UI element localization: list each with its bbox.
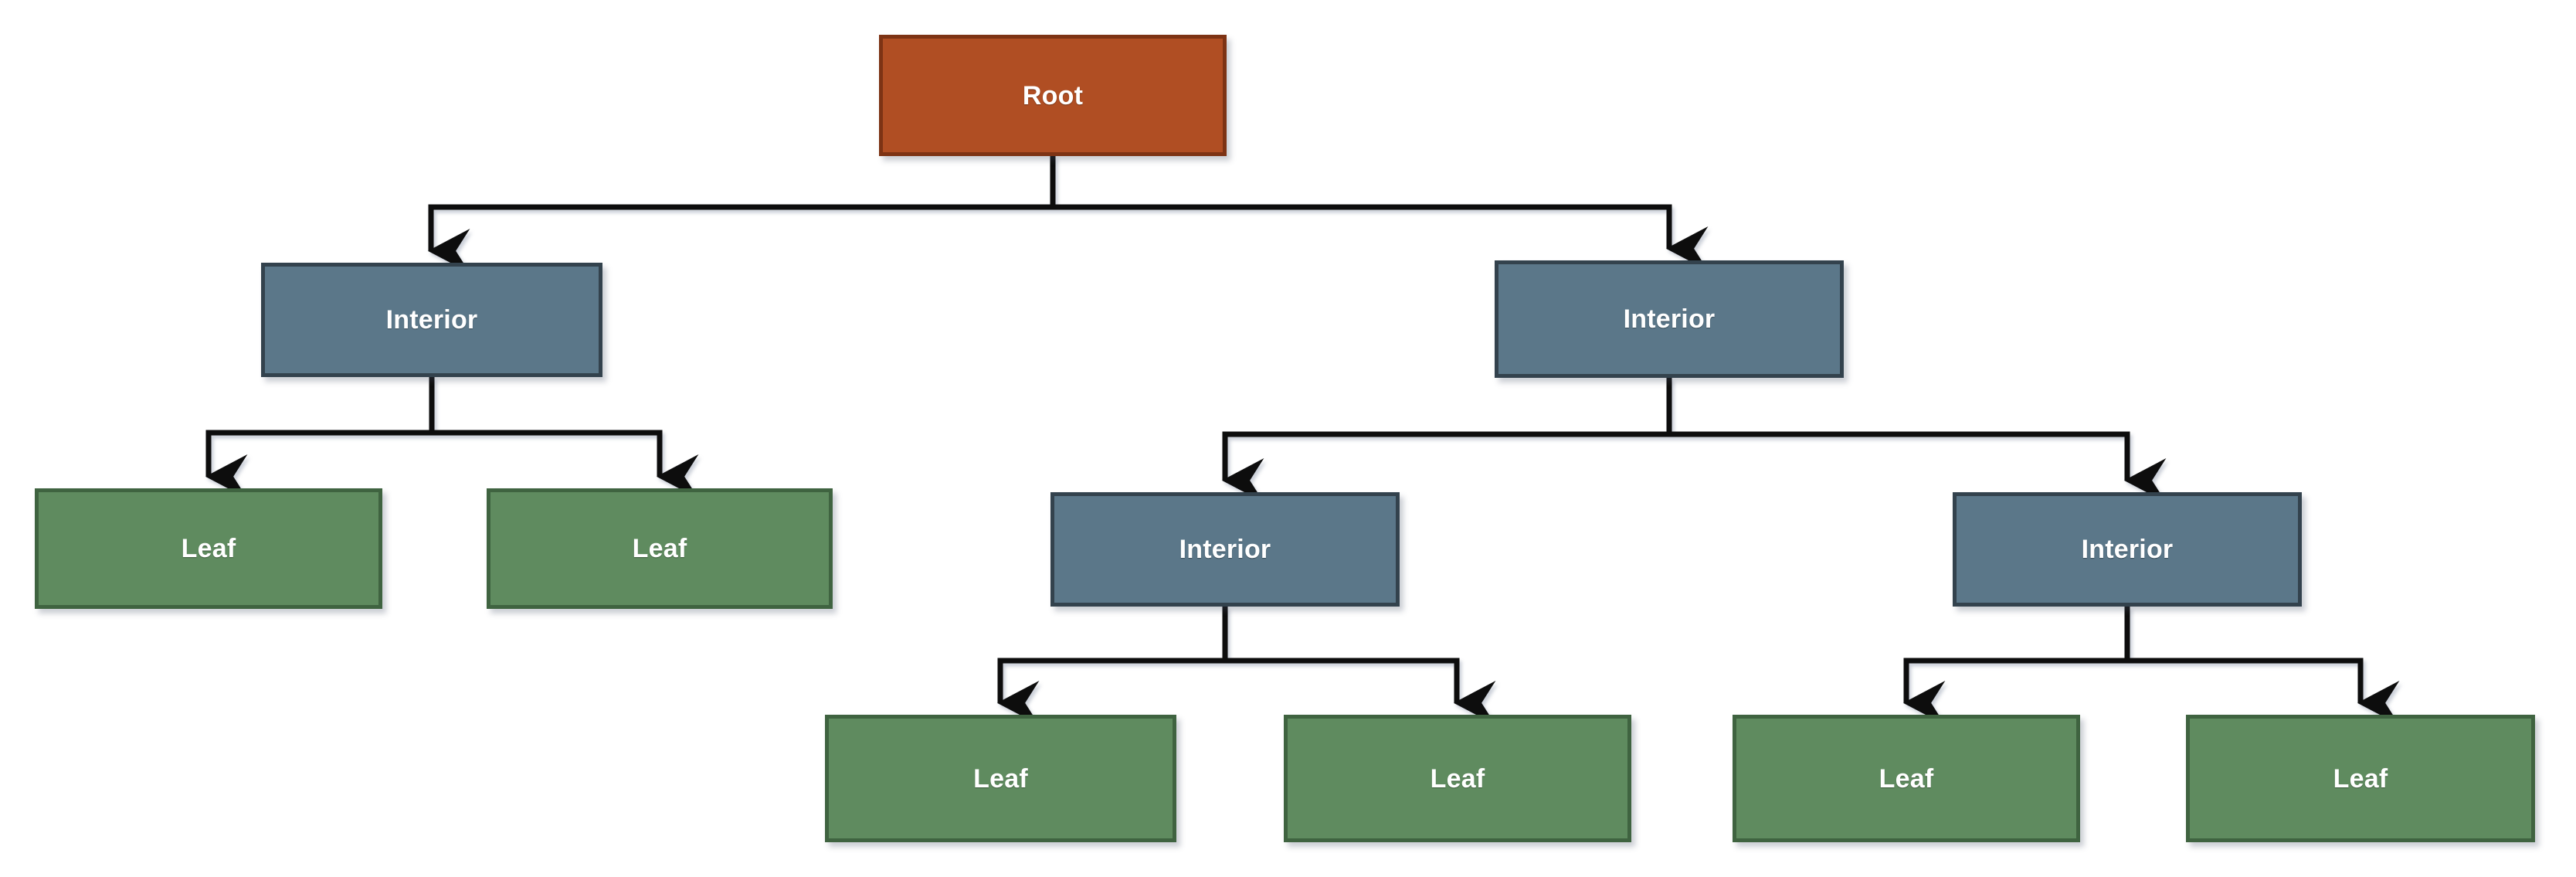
tree-edge-n2-to-n5 — [1221, 378, 1672, 503]
tree-edge-n0-to-n1 — [427, 156, 1056, 274]
tree-node-interior-n1[interactable]: Interior — [261, 263, 602, 377]
tree-node-label: Leaf — [973, 763, 1028, 794]
tree-node-leaf-n3[interactable]: Leaf — [35, 488, 382, 609]
tree-node-label: Leaf — [1430, 763, 1485, 794]
tree-node-leaf-n9[interactable]: Leaf — [1733, 715, 2080, 842]
tree-edge-n2-to-n6 — [1666, 378, 2167, 503]
tree-edge-n6-to-n10 — [2124, 607, 2400, 726]
tree-edge-n6-to-n9 — [1902, 607, 2130, 726]
tree-node-label: Interior — [1179, 535, 1271, 564]
tree-node-interior-n2[interactable]: Interior — [1495, 260, 1844, 378]
tree-node-leaf-n4[interactable]: Leaf — [487, 488, 833, 609]
tree-node-label: Interior — [385, 305, 478, 335]
tree-node-interior-n5[interactable]: Interior — [1050, 492, 1400, 607]
tree-node-label: Leaf — [1879, 763, 1934, 794]
tree-node-interior-n6[interactable]: Interior — [1953, 492, 2302, 607]
tree-edge-n1-to-n3 — [205, 377, 435, 499]
tree-node-label: Interior — [2081, 535, 2174, 564]
tree-edge-n1-to-n4 — [429, 377, 699, 499]
tree-node-leaf-n10[interactable]: Leaf — [2186, 715, 2535, 842]
tree-edge-n0-to-n2 — [1050, 156, 1709, 271]
tree-node-label: Root — [1022, 80, 1084, 110]
tree-node-leaf-n8[interactable]: Leaf — [1284, 715, 1631, 842]
tree-node-label: Leaf — [2333, 763, 2388, 794]
tree-node-leaf-n7[interactable]: Leaf — [825, 715, 1176, 842]
tree-node-label: Interior — [1623, 304, 1716, 334]
tree-edge-n5-to-n8 — [1222, 607, 1496, 726]
tree-node-root-n0[interactable]: Root — [879, 35, 1227, 156]
tree-node-label: Leaf — [632, 534, 687, 563]
edge-group — [205, 156, 2400, 726]
tree-node-label: Leaf — [181, 534, 236, 563]
tree-edge-n5-to-n7 — [996, 607, 1228, 726]
